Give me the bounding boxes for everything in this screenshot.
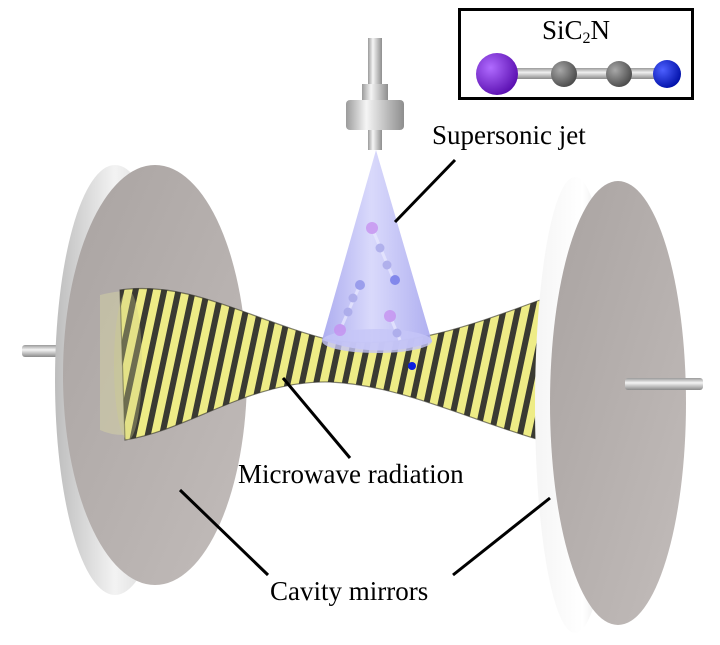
si-atom <box>476 53 518 95</box>
left-mirror-leader-line <box>178 488 270 577</box>
supersonic-jet-label: Supersonic jet <box>432 120 586 150</box>
c-atom-2 <box>606 61 632 87</box>
right-mirror-rod <box>625 378 703 390</box>
molecule-bond <box>497 68 657 79</box>
c-atom-1 <box>551 61 577 87</box>
molecule-formula: SiC2N <box>461 17 691 47</box>
n-atom <box>653 60 681 88</box>
beam-leader-line <box>281 377 352 459</box>
right-cavity-mirror <box>535 177 686 633</box>
formula-suffix: N <box>590 15 611 45</box>
sic2n-molecule <box>476 53 681 95</box>
molecule-inset: SiC2N <box>458 8 694 100</box>
cavity-mirrors-label: Cavity mirrors <box>270 576 429 606</box>
left-mirror-rod <box>22 345 62 357</box>
microwave-radiation-label: Microwave radiation <box>238 459 464 489</box>
jet-leader-line <box>393 158 457 224</box>
right-mirror-leader-line <box>452 496 551 577</box>
formula-subscript: 2 <box>582 30 591 47</box>
jet-nozzle <box>346 38 404 150</box>
microwave-beam <box>114 287 541 441</box>
supersonic-jet-cone <box>322 150 432 353</box>
formula-prefix: SiC <box>541 15 583 45</box>
leader-lines <box>178 158 551 577</box>
